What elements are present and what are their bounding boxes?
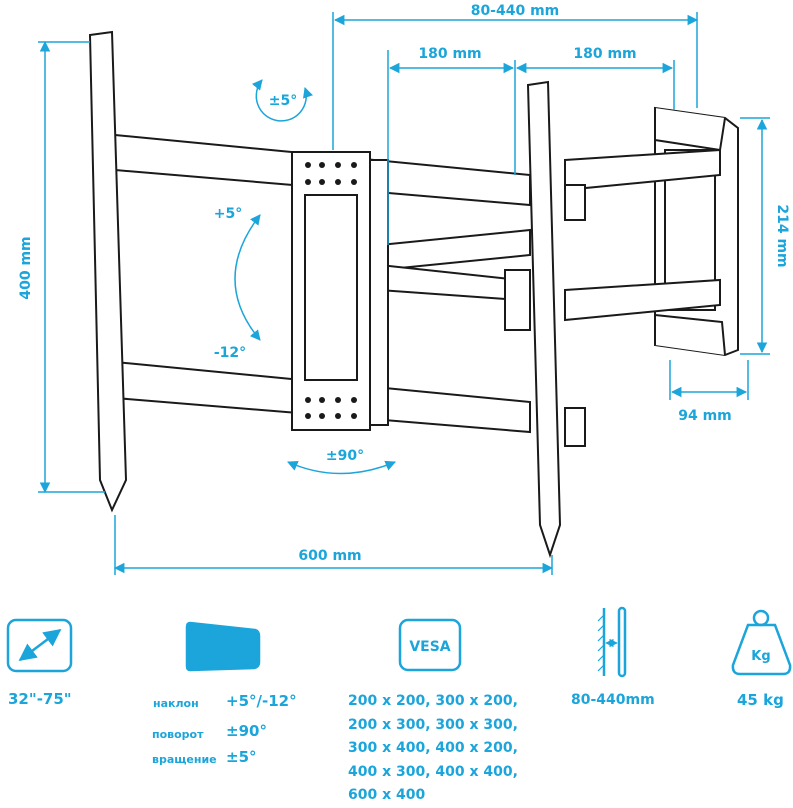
vesa-line: 300 x 400, 400 x 200, [348, 740, 518, 756]
rotation-arc-icon [287, 460, 396, 475]
vesa-line: 200 x 300, 300 x 300, [348, 716, 518, 733]
vesa-icon-text: VESA [409, 639, 450, 655]
tilt-down-label: -12° [214, 345, 246, 361]
vesa-line: 400 x 300, 400 x 400, [348, 763, 518, 780]
swivel-arc-icon [251, 79, 313, 122]
tilt-value: +5°/-12° [226, 692, 297, 710]
height-label: 400 mm [18, 236, 34, 299]
swivel-label: поворот [152, 728, 204, 741]
width-label: 600 mm [298, 548, 361, 564]
spacing-right-label: 180 mm [573, 46, 636, 62]
vesa-list: 200 x 200, 300 x 200, 200 x 300, 300 x 3… [348, 690, 518, 808]
screen-size-value: 32"-75" [8, 690, 72, 708]
vesa-line: 200 x 200, 300 x 200, [348, 693, 518, 709]
screen-size-icon [6, 618, 73, 673]
swivel-top-label: ±5° [269, 93, 297, 109]
vesa-line: 600 x 400 [348, 787, 426, 803]
vesa-icon [398, 618, 462, 672]
plate-height-label: 214 mm [774, 204, 790, 267]
rotation-spec-label: вращение [152, 753, 217, 766]
swivel-value: ±90° [226, 722, 267, 740]
weight-icon [731, 623, 792, 676]
tilt-label: наклон [153, 697, 199, 710]
spacing-left-label: 180 mm [418, 46, 481, 62]
tilt-swivel-icon [185, 621, 261, 672]
mount-drawing [88, 30, 739, 559]
max-load-value: 45 kg [737, 691, 784, 709]
wall-distance-value: 80-440mm [571, 692, 655, 708]
tilt-up-label: +5° [214, 206, 242, 222]
rotation-label: ±90° [326, 448, 364, 464]
extension-label: 80-440 mm [471, 3, 560, 19]
plate-depth-label: 94 mm [678, 408, 732, 424]
tilt-arc-icon [234, 214, 261, 341]
mount-holes [305, 162, 357, 419]
rotation-spec-value: ±5° [226, 748, 257, 766]
weight-icon-text: Kg [751, 649, 770, 664]
